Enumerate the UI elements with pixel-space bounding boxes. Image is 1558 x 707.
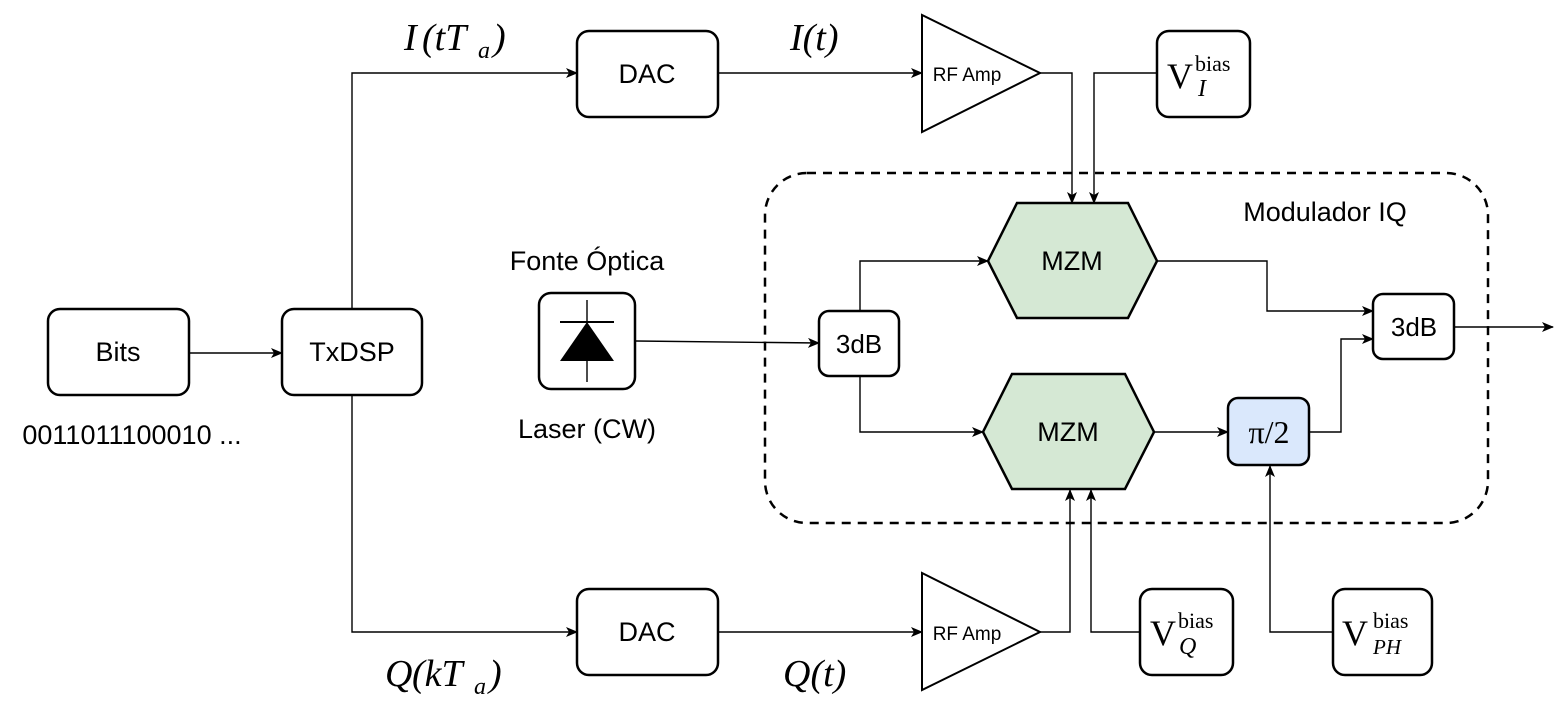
wire-mzm-top-coupler-out — [1157, 260, 1374, 316]
mzm-bottom-block — [981, 372, 1156, 491]
svg-text:V: V — [1150, 613, 1176, 653]
svg-text:(tT: (tT — [422, 17, 469, 59]
coupler-out-label: 3dB — [1391, 312, 1437, 342]
vbias-i-label: V bias I — [1167, 51, 1230, 102]
wire-txdsp-dac-bottom — [351, 396, 578, 637]
svg-text:): ) — [487, 653, 502, 695]
signal-i-continuous: I(t) — [789, 17, 839, 59]
source-subtitle: Laser (CW) — [518, 414, 656, 444]
vbias-q-block — [1138, 587, 1235, 677]
wire-amp-mzm-bottom — [1040, 489, 1075, 633]
vbias-ph-block — [1331, 587, 1434, 677]
wire-amp-mzm-top — [1040, 72, 1077, 204]
mzm-top-block — [986, 201, 1159, 320]
signal-i-sampled: I (tT a ) — [403, 17, 506, 64]
dac-bottom-label: DAC — [618, 617, 675, 647]
vbias-ph-label: V bias PH — [1342, 608, 1408, 659]
svg-text:PH: PH — [1372, 635, 1403, 659]
source-title: Fonte Óptica — [510, 245, 666, 276]
signal-q-sampled: Q (kT a ) — [385, 653, 502, 700]
mzm-top-label: MZM — [1041, 246, 1102, 276]
wire-vbias-q-mzm-bottom — [1086, 489, 1140, 633]
svg-text:a: a — [478, 38, 490, 64]
txdsp-label: TxDSP — [309, 337, 395, 367]
svg-text:Q: Q — [385, 653, 412, 695]
svg-text:a: a — [474, 674, 486, 700]
phase-shifter-label: π/2 — [1248, 414, 1289, 450]
coupler-in-block — [817, 309, 901, 378]
svg-text:bias: bias — [1195, 51, 1230, 76]
dac-top-block — [575, 29, 720, 119]
dac-top-label: DAC — [618, 59, 675, 89]
svg-text:V: V — [1342, 613, 1368, 653]
rf-amp-bottom-label: RF Amp — [933, 624, 1002, 645]
coupler-in-label: 3dB — [836, 329, 882, 359]
svg-text:I: I — [403, 17, 419, 59]
svg-text:bias: bias — [1178, 608, 1213, 633]
bits-block — [46, 307, 191, 397]
rf-amp-bottom — [921, 571, 1043, 692]
svg-text:I: I — [1197, 76, 1207, 102]
wire-laser-coupler — [635, 337, 820, 348]
svg-text:V: V — [1167, 56, 1193, 96]
coupler-out-block — [1371, 292, 1456, 361]
vbias-i-block — [1155, 29, 1252, 119]
svg-text:bias: bias — [1373, 608, 1408, 633]
wire-txdsp-dac-top — [351, 68, 578, 309]
phase-shifter-block — [1226, 396, 1311, 467]
mzm-bottom-label: MZM — [1037, 417, 1098, 447]
svg-text:Q: Q — [1179, 634, 1196, 660]
rf-amp-top-label: RF Amp — [933, 65, 1002, 86]
modulator-boundary — [763, 171, 1490, 525]
vbias-q-label: V bias Q — [1150, 608, 1213, 660]
txdsp-block — [280, 307, 424, 397]
bit-sequence: 0011011100010 ... — [22, 420, 241, 450]
signal-q-continuous: Q(t) — [783, 653, 846, 695]
modulator-label: Modulador IQ — [1243, 197, 1407, 227]
rf-amp-top — [921, 13, 1043, 134]
wire-vbias-i-mzm-top — [1089, 72, 1157, 204]
svg-text:(kT: (kT — [412, 653, 466, 695]
wire-vbias-ph-phase — [1265, 465, 1333, 633]
laser-diode-icon — [560, 300, 614, 382]
wire-coupler-mzm-bottom — [859, 376, 984, 437]
dac-bottom-block — [575, 587, 720, 677]
wire-coupler-mzm-top — [859, 256, 989, 311]
wire-phase-coupler-out — [1310, 334, 1374, 433]
svg-text:): ) — [491, 17, 506, 59]
bits-label: Bits — [95, 337, 140, 367]
